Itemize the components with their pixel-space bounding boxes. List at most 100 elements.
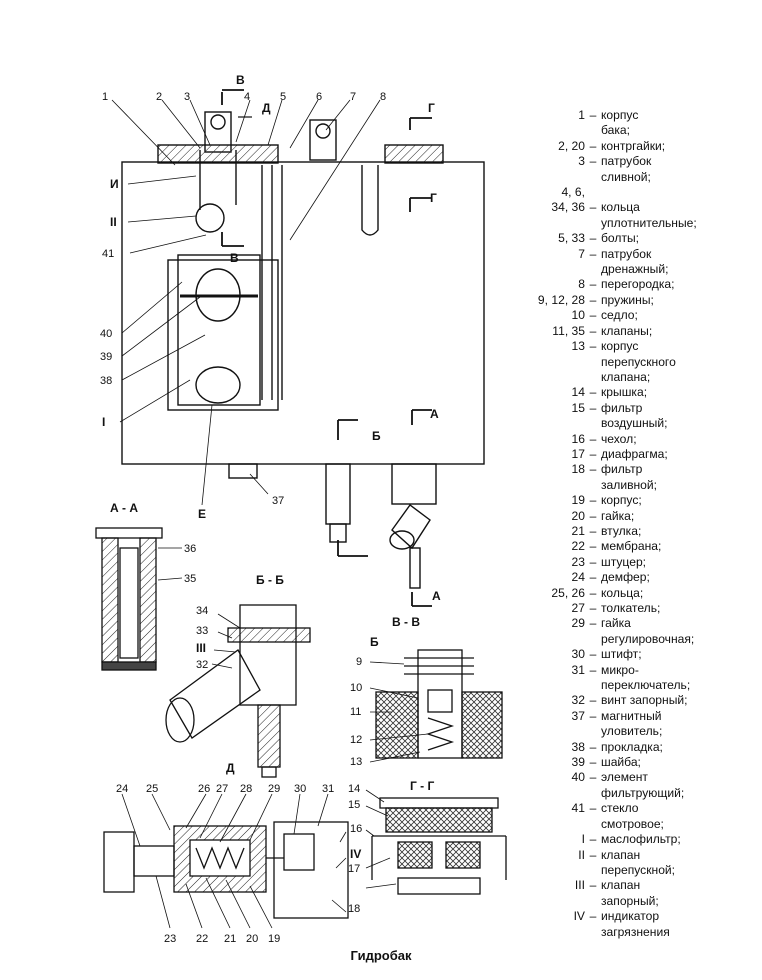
legend-row: 13–корпус	[505, 339, 757, 354]
gg-base	[397, 877, 481, 895]
pipe-3-fitting-icon	[210, 114, 226, 130]
vv-ball-valve	[427, 689, 453, 713]
bb-pipe-mouth	[165, 697, 195, 743]
gg-label-16: 16	[350, 823, 362, 835]
legend-text: клапана;	[601, 369, 651, 384]
d-label-21: 21	[224, 933, 236, 945]
filler-cap	[384, 144, 444, 164]
bb-label-III: III	[196, 641, 206, 655]
legend-number	[505, 678, 585, 693]
gg-filter-18-left	[397, 841, 433, 869]
legend-row: 32–винт запорный;	[505, 693, 757, 708]
legend-text: контргайки;	[601, 138, 666, 153]
legend-text: винт запорный;	[601, 693, 688, 708]
view-d: Д 24 25 26 27 28 29 30 31 23 22 21 20 19	[103, 761, 349, 945]
legend-dash: –	[589, 739, 597, 754]
legend-row: 2, 20–контргайки;	[505, 139, 757, 154]
legend-dash	[585, 355, 601, 370]
legend-dash: –	[589, 755, 597, 770]
legend-number: 3	[578, 154, 585, 169]
legend-number: 31	[571, 662, 585, 677]
aa-cap	[95, 527, 163, 539]
d-label-23: 23	[164, 933, 176, 945]
aa-bottom	[101, 661, 157, 671]
d-label-22: 22	[196, 933, 208, 945]
leader-lines-main	[111, 99, 381, 506]
aa-valve-35	[119, 547, 139, 659]
d-switch-inner	[283, 833, 315, 871]
legend-number: 7	[578, 246, 585, 261]
legend-number	[505, 632, 585, 647]
legend-row: дренажный;	[505, 262, 757, 277]
legend-row: 11, 35–клапаны;	[505, 324, 757, 339]
legend-number	[505, 925, 585, 940]
label-g-section: Г	[430, 191, 437, 205]
legend-row: 41–стекло	[505, 801, 757, 816]
bb-label-32: 32	[196, 659, 208, 671]
legend-number: 8	[578, 277, 585, 292]
legend-row: 25, 26–кольца;	[505, 586, 757, 601]
gg-label-IV: IV	[350, 847, 361, 861]
angled-outlet-mouth	[389, 530, 415, 550]
view-d-title: Д	[226, 761, 235, 775]
gg-filter-18-right	[445, 841, 481, 869]
legend-number: III	[574, 878, 585, 893]
legend-text: регулировочная;	[601, 631, 695, 646]
legend-text: чехол;	[601, 431, 637, 446]
vv-label-11: 11	[350, 706, 361, 718]
partition-sleeve	[361, 165, 379, 236]
vv-wall-left	[375, 691, 419, 759]
section-vv: В - В Б 9 10 11 12 13	[350, 615, 503, 768]
legend-row: 22–мембрана;	[505, 539, 757, 554]
legend-text: патрубок	[601, 246, 652, 261]
section-marker-a	[411, 409, 432, 607]
aa-body-left	[101, 537, 119, 663]
legend-row: IV–индикатор	[505, 909, 757, 924]
legend-dash: –	[589, 554, 597, 569]
legend-number	[505, 216, 585, 231]
legend-text: перепускного	[601, 354, 676, 369]
legend-text: элемент	[601, 770, 648, 785]
gg-label-18: 18	[348, 903, 360, 915]
legend-row: уловитель;	[505, 724, 757, 739]
legend-dash: –	[589, 832, 597, 847]
legend-number: 11, 35	[552, 323, 585, 338]
d-label-30: 30	[294, 783, 306, 795]
legend-number: 14	[571, 385, 585, 400]
legend-text: болты;	[601, 231, 640, 246]
legend-row: 37–магнитный	[505, 709, 757, 724]
legend-number: 24	[571, 570, 585, 585]
valve-block	[391, 463, 437, 505]
aa-label-35: 35	[184, 573, 196, 585]
section-gg: Г - Г 14 15 16 IV 17 18	[348, 779, 507, 915]
legend-text	[601, 185, 757, 200]
bb-label-34: 34	[196, 605, 208, 617]
legend-number: 13	[571, 339, 585, 354]
legend-row: 4, 6,	[505, 185, 757, 200]
legend-row: 16–чехол;	[505, 432, 757, 447]
legend-row: перепускного	[505, 355, 757, 370]
legend-number: IV	[573, 909, 585, 924]
gg-lid-14	[379, 797, 499, 809]
legend-text: патрубок	[601, 154, 652, 169]
label-b-section: Б	[372, 429, 381, 443]
legend-text: фильтр	[601, 400, 643, 415]
legend-text: кольца;	[601, 585, 644, 600]
legend-text: уловитель;	[601, 724, 663, 739]
legend-row: I–маслофильтр;	[505, 832, 757, 847]
legend-number: II	[578, 847, 585, 862]
d-label-27: 27	[216, 783, 228, 795]
legend-row: 3–патрубок	[505, 154, 757, 169]
main-view	[111, 89, 485, 607]
legend-number: 20	[571, 508, 585, 523]
legend-row: бака;	[505, 123, 757, 138]
legend-dash: –	[589, 138, 597, 153]
figure-caption: Гидробак	[350, 948, 412, 963]
legend-number	[505, 416, 585, 431]
d-damper-24	[103, 831, 135, 893]
legend-dash	[585, 216, 601, 231]
legend-dash: –	[589, 446, 597, 461]
legend-number: 18	[571, 462, 585, 477]
legend-row: 23–штуцер;	[505, 555, 757, 570]
legend-text: стекло	[601, 801, 639, 816]
